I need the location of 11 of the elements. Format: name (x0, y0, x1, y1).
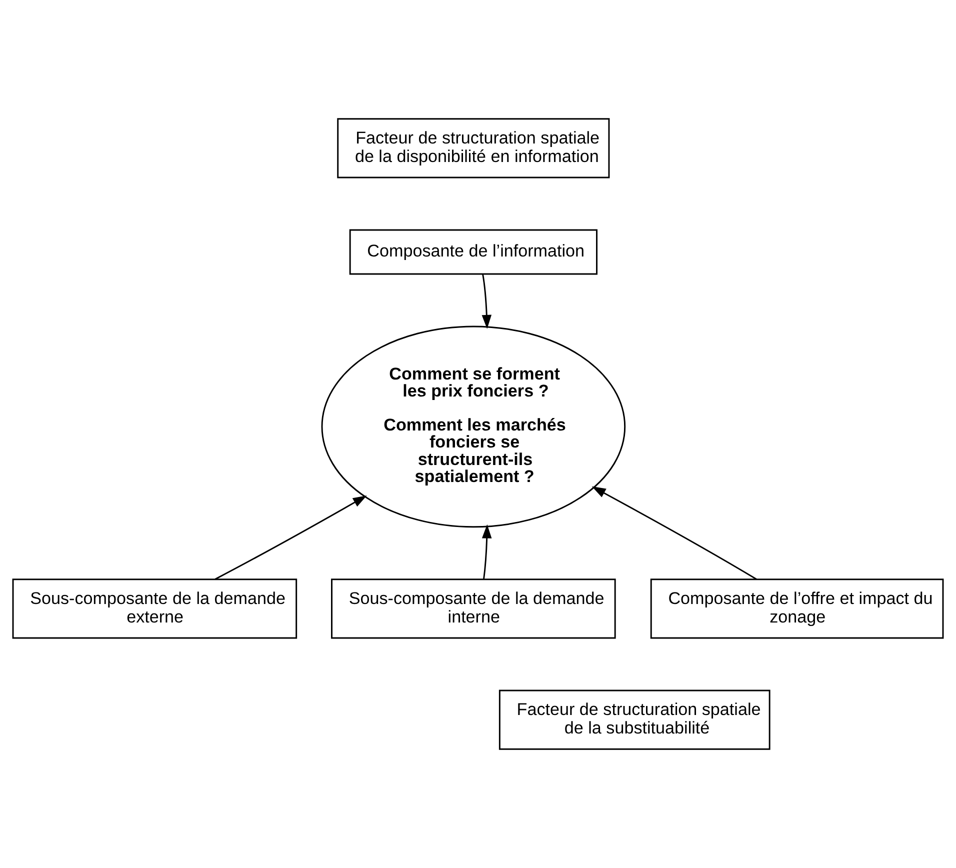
node-box: Facteur de structuration spatiale de la disponibilité en information (337, 118, 610, 178)
node-box: Facteur de structuration spatiale de la substituabilité (498, 690, 770, 750)
node-box: Sous-composante de la demande externe (12, 578, 298, 639)
node-box: Composante de l’offre et impact du zonage (650, 578, 944, 639)
arrow (214, 495, 367, 580)
arrow (482, 524, 492, 580)
arrow (592, 486, 757, 580)
node-box: Composante de l’information (349, 229, 598, 275)
arrow (482, 274, 492, 329)
node-ellipse: Comment se forment les prix fonciers ? Comment les marchés fonciers se structurent-ils spatialement ? (321, 326, 626, 528)
node-box: Sous-composante de la demande interne (331, 578, 616, 639)
